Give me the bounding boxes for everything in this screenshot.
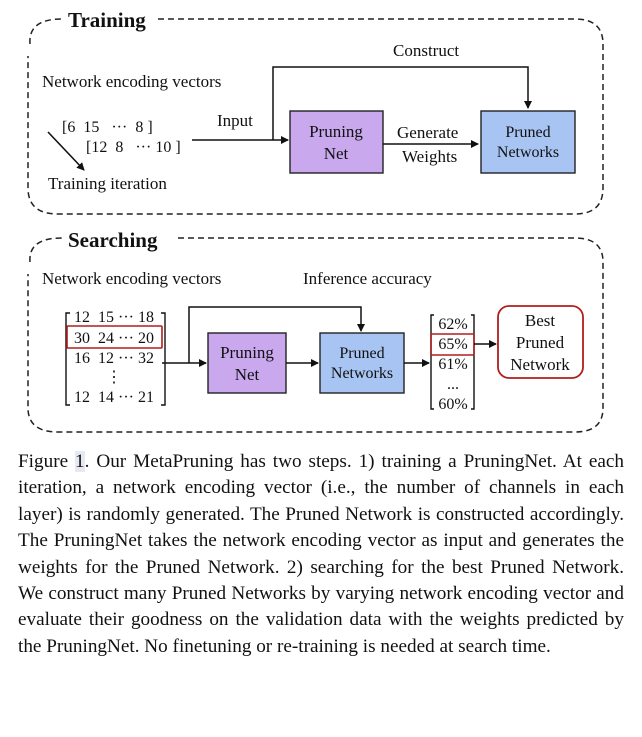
matrix-right-bracket [161, 312, 166, 406]
figure-number-link[interactable]: 1 [75, 451, 85, 472]
accuracy-right-bracket [471, 314, 475, 410]
training-title: Training [68, 8, 146, 32]
training-pruningnet-label-1: Pruning [309, 122, 363, 141]
search-pruningnet-label-2: Net [235, 365, 260, 384]
matrix-row: ⋮ [106, 369, 122, 386]
accuracy-value: 62% [438, 316, 467, 333]
searching-title: Searching [68, 228, 158, 252]
training-pruningnet-box [289, 110, 384, 174]
training-panel-border [27, 18, 604, 215]
accuracy-value: 60% [438, 396, 467, 413]
construct-arrow [272, 66, 532, 140]
matrix-row: 16 12 ··· 32 [74, 350, 154, 367]
input-label: Input [217, 111, 253, 130]
searching-panel: Searching Network encoding vectors Infer… [27, 228, 604, 433]
matrix-row: 12 15 ··· 18 [74, 309, 154, 326]
accuracy-label: Inference accuracy [303, 269, 432, 288]
search-pruningnet-label-1: Pruning [220, 343, 274, 362]
search-pruned-label-2: Networks [331, 365, 393, 382]
accuracy-value: 61% [438, 356, 467, 373]
training-pruned-box [480, 110, 576, 174]
search-pruned-box [319, 332, 405, 394]
best-network-label-1: Best [525, 311, 556, 330]
figure-word: Figure [18, 451, 76, 472]
training-panel: Training Network encoding vectors [6 15 … [27, 8, 604, 215]
best-network-label-2: Pruned [516, 333, 565, 352]
matrix-rows: 12 15 ··· 18 30 24 ··· 20 16 12 ··· 32 ⋮… [74, 309, 154, 406]
searching-encoding-label: Network encoding vectors [42, 269, 221, 288]
searching-panel-border [27, 237, 604, 433]
construct-label: Construct [393, 41, 459, 60]
matrix-row: 30 24 ··· 20 [74, 330, 154, 347]
training-pruned-label-2: Networks [497, 144, 559, 161]
best-network-box [497, 305, 584, 379]
training-pruned-label-1: Pruned [505, 124, 550, 141]
training-vector-1: [6 15 ··· 8 ] [62, 119, 153, 136]
metapruning-diagram: Training Network encoding vectors [6 15 … [27, 8, 604, 433]
search-pruned-label-1: Pruned [339, 345, 384, 362]
figure-caption: Figure 1. Our MetaPruning has two steps.… [18, 449, 624, 660]
generate-label: Generate [397, 123, 458, 142]
construct-search-arrow [188, 306, 365, 363]
training-iteration-label: Training iteration [48, 174, 167, 193]
best-network-label-3: Network [510, 355, 570, 374]
training-encoding-label: Network encoding vectors [42, 72, 221, 91]
accuracy-value: ... [447, 376, 459, 393]
accuracy-values: 62% 65% 61% ... 60% [438, 316, 467, 413]
matrix-row: 12 14 ··· 21 [74, 389, 154, 406]
iteration-arrow [47, 131, 85, 171]
accuracy-value: 65% [438, 336, 467, 353]
training-vector-2: [12 8 ··· 10 ] [86, 139, 181, 156]
search-pruningnet-box [207, 332, 287, 394]
selected-vector-highlight [66, 325, 163, 349]
training-pruningnet-label-2: Net [324, 144, 349, 163]
weights-label: Weights [402, 147, 457, 166]
caption-text: . Our MetaPruning has two steps. 1) trai… [18, 451, 624, 657]
accuracy-left-bracket [430, 314, 434, 410]
matrix-left-bracket [65, 312, 70, 406]
